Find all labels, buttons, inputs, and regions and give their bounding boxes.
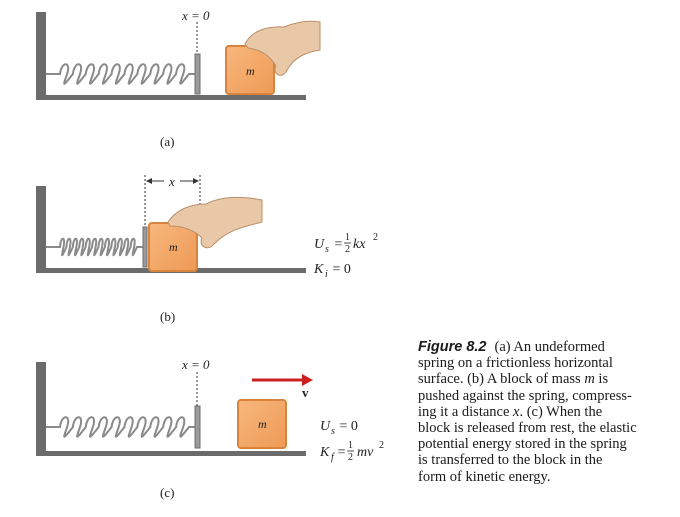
eq-kf-c-lhs: K [319,445,330,460]
eq-us-c-lhs: U [320,419,331,434]
eq-us-b-den: 2 [345,244,350,255]
caption-line: ing it a distance x. (c) When the [418,403,603,420]
figure-label: Figure 8.2 [418,339,487,355]
panel-label-a: (a) [160,134,174,149]
floor-a [36,95,306,100]
x-zero-label-c: x = 0 [181,357,210,372]
eq-ki-b-sub: i [325,269,328,280]
caption-line: pushed against the spring, compress- [418,387,632,404]
mass-label-c: m [258,417,267,431]
wall-a [36,12,46,98]
eq-kf-c-post: mv [357,445,374,460]
eq-kf-c: K f = 1 2 mv 2 [319,440,384,463]
eq-ki-b: K i = 0 [313,262,351,280]
caption-line: potential energy stored in the spring [418,436,627,453]
eq-us-b-lhs: U [314,237,325,252]
caption-line: spring on a frictionless horizontal [418,355,613,372]
eq-us-b-eq: = [331,237,346,252]
spring-plate-c [194,405,201,449]
eq-us-b-post: kx [353,237,366,252]
caption-italic: m [584,371,595,388]
wall-b [36,186,46,270]
block-c [237,399,287,449]
caption-line: is transferred to the block in the [418,452,603,469]
panel-a: x = 0 m (a) [36,8,321,149]
distance-arrowhead-left [146,178,152,184]
velocity-label: v [302,385,309,400]
caption-line: block is released from rest, the elastic [418,420,637,437]
hand-a [244,20,321,76]
eq-us-c-sub: s [331,426,335,437]
eq-kf-c-sub: f [331,452,335,463]
mass-label-b: m [169,240,178,254]
eq-us-b: U s = 1 2 kx 2 [314,232,378,255]
eq-us-c-rhs: = 0 [336,419,358,434]
floor-c [36,451,306,456]
velocity-arrow-head [302,374,313,386]
distance-x-label: x [168,174,175,189]
eq-us-b-sub: s [325,244,329,255]
panel-c: x = 0 m v (c) U s = 0 K f = 1 2 mv 2 [36,357,384,500]
spring-c [46,416,195,438]
caption-line: surface. (b) A block of mass m is [418,371,609,388]
spring-plate-b [142,226,148,268]
eq-us-b-sup: 2 [373,232,378,243]
wall-c [36,362,46,454]
hand-b [167,196,263,249]
eq-kf-c-den: 2 [348,452,353,463]
caption-line: Figure 8.2(a) An undeformed [418,339,605,355]
eq-ki-b-lhs: K [313,262,324,277]
eq-kf-c-sup: 2 [379,440,384,451]
spring-coil [46,63,195,85]
spring-a [46,63,195,85]
spring-b [46,237,143,257]
distance-arrowhead-right [193,178,199,184]
eq-ki-b-rhs: = 0 [329,262,351,277]
mass-label-a: m [246,64,255,78]
panel-label-b: (b) [160,309,175,324]
caption-line: form of kinetic energy. [418,468,551,485]
eq-kf-c-eq: = [334,445,349,460]
spring-plate-a [194,53,201,95]
panel-label-c: (c) [160,485,174,500]
spring-coil [46,237,143,257]
eq-kf-c-num: 1 [348,440,353,451]
eq-us-b-num: 1 [345,232,350,243]
x-zero-label-a: x = 0 [181,8,210,23]
eq-us-c: U s = 0 [320,419,358,437]
caption-italic: x [513,403,520,420]
panel-b: x m (b) U s = 1 2 kx 2 K i = 0 [36,174,378,324]
spring-coil [46,416,195,438]
